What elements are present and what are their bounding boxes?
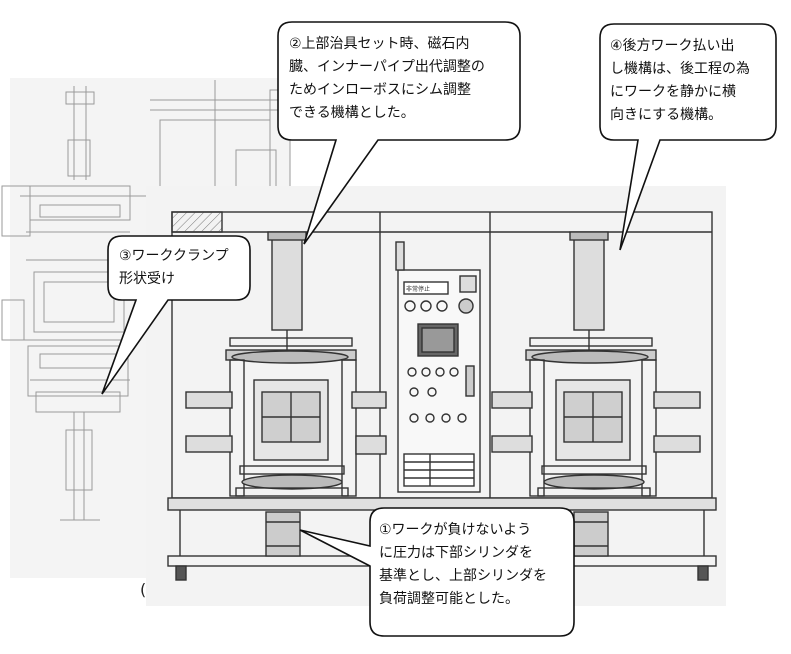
callout-2-bubble (277, 21, 521, 245)
right-station (491, 231, 701, 557)
callout-2-text: ②上部治具セット時、磁石内 臓、インナーパイプ出代調整の ためインローボスにシム… (289, 36, 485, 121)
callout-4-text: ④後方ワーク払い出 し機構は、後工程の為 にワークを静かに横 向きにする機構。 (610, 38, 750, 123)
callout-4-bubble (599, 23, 777, 251)
callout-bubbles (101, 21, 777, 637)
machine-front-view (167, 211, 717, 581)
left-station (185, 231, 387, 557)
callout-3-bubble (101, 235, 251, 395)
callout-1-text: ①ワークが負けないよう に圧力は下部シリンダを 基準とし、上部シリンダを 負荷調… (379, 522, 547, 607)
panel-header-label: 非常停止 (406, 285, 430, 293)
callout-3-text: ③ワーククランプ 形状受け (119, 248, 229, 287)
stray-parenthesis-mark: ( (140, 580, 147, 599)
callout-1-bubble (299, 507, 575, 637)
control-panel (395, 241, 481, 493)
